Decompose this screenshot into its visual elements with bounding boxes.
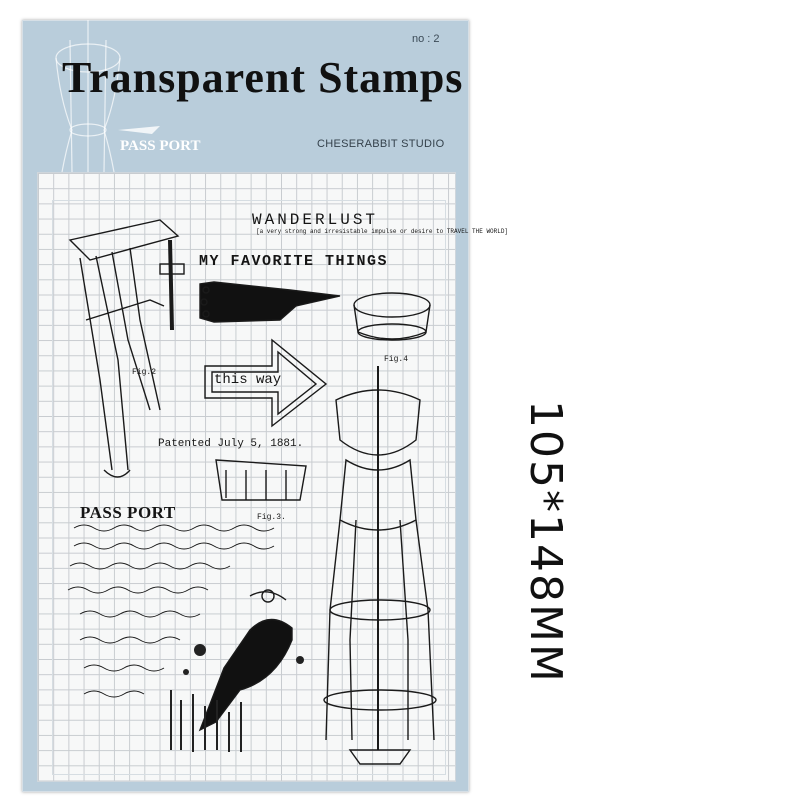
arrow-sign-illustration [204, 338, 328, 428]
clear-stamp-film [52, 200, 446, 775]
pointing-hand-illustration [199, 281, 341, 323]
size-label: 105*148MM [520, 400, 571, 684]
fig4-label: Fig.4 [384, 355, 409, 364]
passport-stamp: PASS PORT [80, 503, 176, 522]
fig3-label: Fig.3. [257, 513, 286, 522]
large-dress-form-illustration [323, 366, 437, 765]
favorite-things-stamp: MY FAVORITE THINGS [199, 253, 389, 270]
handwritten-script-illustration [67, 524, 275, 698]
studio-name: CHESERABBIT STUDIO [317, 138, 445, 150]
patented-date-stamp: Patented July 5, 1881. [158, 438, 304, 450]
ink-splatter-illustration [170, 644, 304, 752]
wanderlust-stamp: WANDERLUST [252, 211, 379, 229]
header-passport-text: PASS PORT [120, 138, 201, 154]
this-way-stamp: this way [214, 372, 282, 388]
fig2-label: Fig.2 [132, 368, 157, 377]
corset-band-illustration [215, 459, 307, 501]
product-title: Transparent Stamps [62, 53, 464, 102]
collar-illustration [353, 292, 431, 341]
bird-illustration [198, 589, 293, 732]
product-number: no : 2 [412, 33, 440, 45]
wanderlust-subtitle: [a very strong and irresistable impulse … [256, 228, 509, 235]
dress-form-skeleton-illustration [68, 219, 185, 478]
